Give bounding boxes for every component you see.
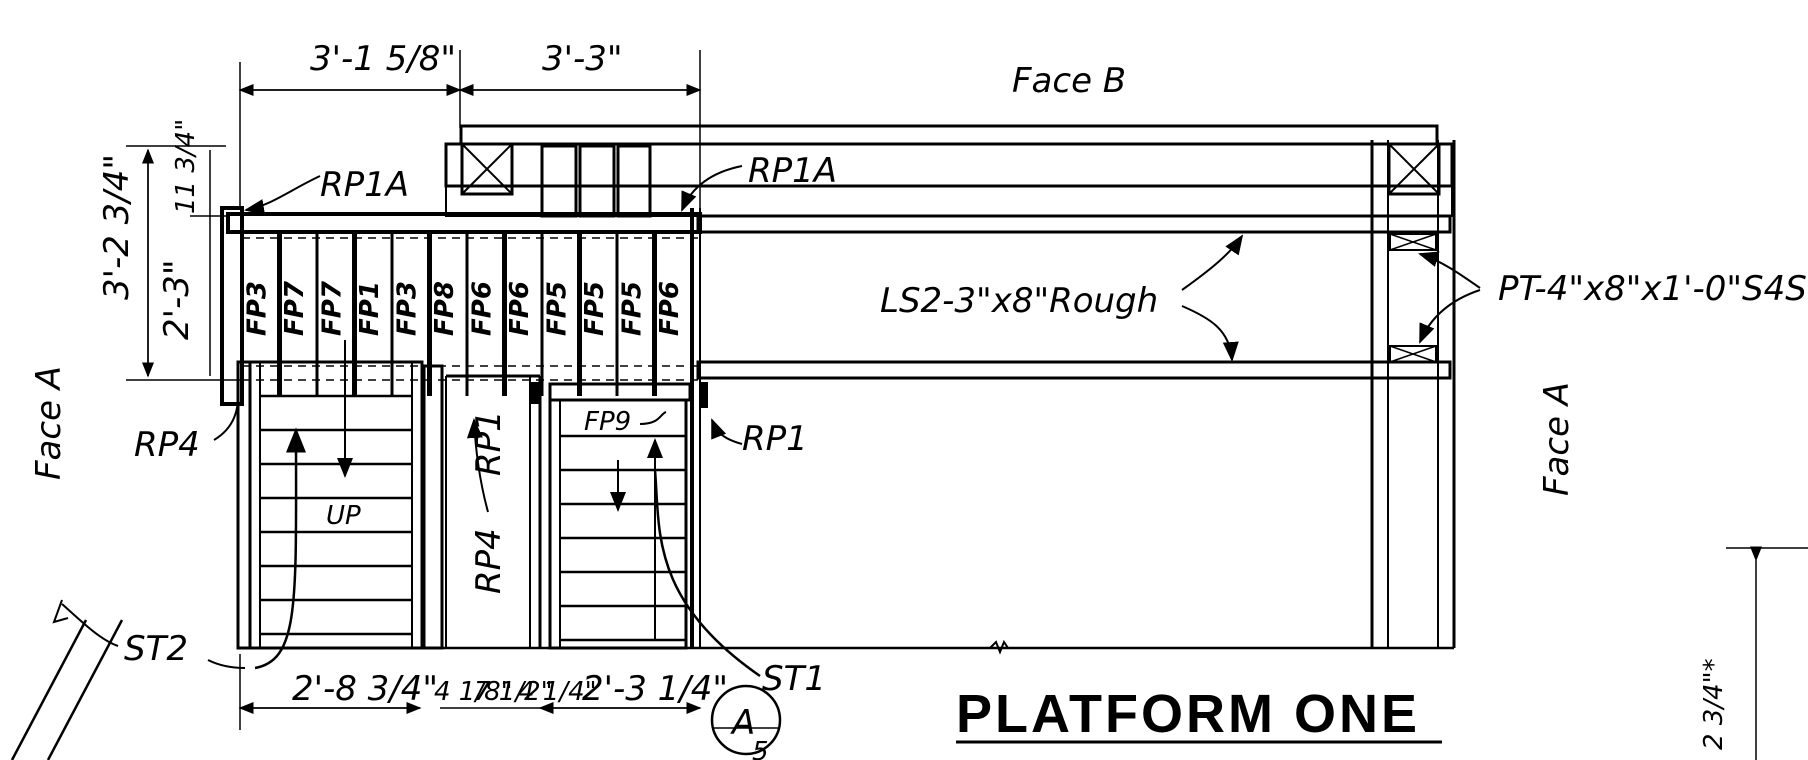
plank-label-6: FP8 <box>430 281 460 336</box>
callout-ls2: LS2-3"x8"Rough <box>880 281 1158 321</box>
callout-pt: PT-4"x8"x1'-0"S4S <box>1498 269 1807 309</box>
dim-height-lower: 2'-3" <box>157 259 197 340</box>
leader-lines <box>207 165 1481 669</box>
dim-bottom-1: 2'-8 3/4" <box>292 669 438 709</box>
callout-rp4-mid: RP4 <box>469 528 509 594</box>
top-beam-assembly <box>444 124 1454 218</box>
plank-label-10: FP5 <box>580 281 610 336</box>
dim-height-total: 3'-2 3/4" <box>97 154 137 300</box>
plank-label-4: FP1 <box>355 281 385 336</box>
callout-rp1-right: RP1 <box>742 419 808 459</box>
callout-rp1a-left: RP1A <box>320 165 409 205</box>
plank-label-9: FP5 <box>542 281 572 336</box>
dimension-lines <box>10 50 1808 760</box>
dim-top-left: 3'-1 5/8" <box>310 39 456 79</box>
dim-right-edge: 2 3/4"* <box>1699 658 1729 750</box>
plank-label-2: FP7 <box>280 280 310 336</box>
left-stair <box>236 360 424 650</box>
callout-rp1-mid: RP1 <box>469 410 509 476</box>
stair-arrows <box>254 340 761 678</box>
middle-walkway <box>422 364 542 650</box>
face-b-label: Face B <box>1012 61 1126 101</box>
right-posts <box>1370 140 1456 648</box>
callout-st1: ST1 <box>762 659 826 699</box>
callout-rp1a-right: RP1A <box>748 151 837 191</box>
dim-bottom-3: 7 1/2" <box>474 677 553 707</box>
plank-label-12: FP6 <box>655 281 685 336</box>
callout-rp4-left: RP4 <box>134 425 200 465</box>
plank-label-11: FP5 <box>617 281 647 336</box>
dim-top-right: 3'-3" <box>542 39 623 79</box>
drawing-title: PLATFORM ONE <box>956 684 1420 744</box>
dim-bottom-4: 4 1/4" <box>518 677 597 707</box>
platform-deck <box>220 206 702 648</box>
dim-bottom-2: 4 1/8" <box>434 677 513 707</box>
section-marker-label: A <box>730 703 755 743</box>
plank-label-8: FP6 <box>505 281 535 336</box>
callout-up: UP <box>326 501 361 531</box>
plank-label-5: FP3 <box>392 281 422 336</box>
section-marker-sub: 5 <box>752 737 769 760</box>
face-a-right: Face A <box>1537 382 1577 496</box>
dim-bottom-5: 2'-3 1/4" <box>582 669 728 709</box>
plank-label-7: FP6 <box>467 281 497 336</box>
plank-label-1: FP3 <box>242 281 272 336</box>
callout-st2: ST2 <box>124 629 188 669</box>
plank-label-3: FP7 <box>317 280 347 336</box>
face-a-left: Face A <box>29 366 69 480</box>
callout-fp9: FP9 <box>584 407 631 437</box>
section-marker-circle <box>710 684 782 756</box>
dim-height-upper: 11 3/4" <box>171 119 201 214</box>
